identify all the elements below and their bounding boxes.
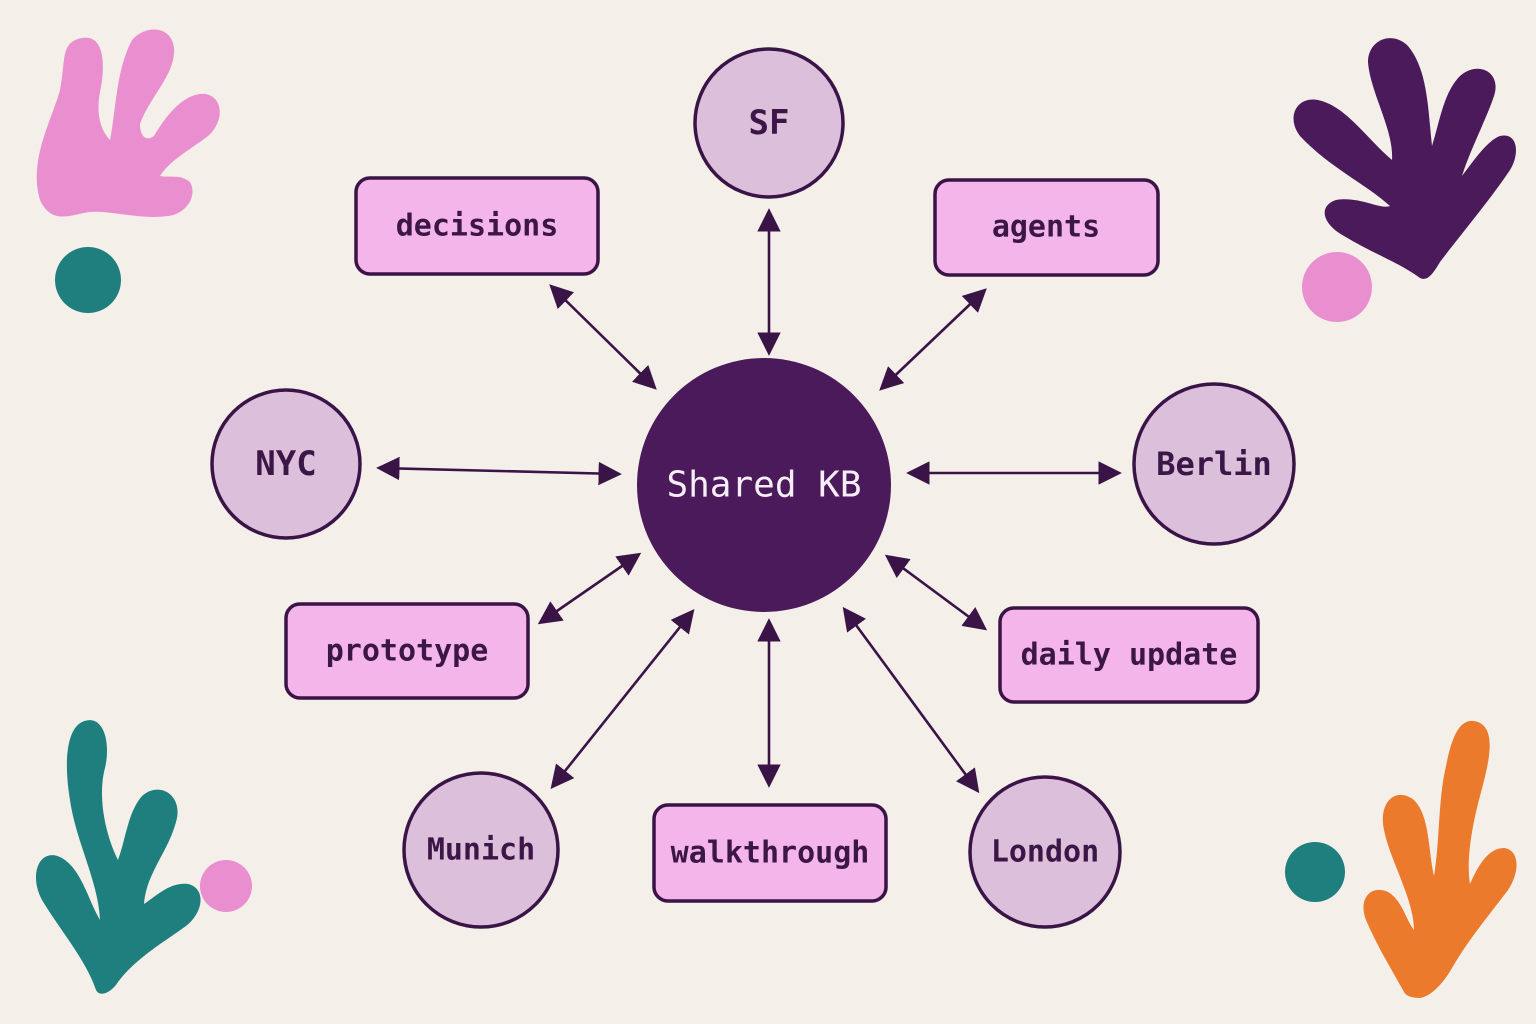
city-label-nyc: NYC	[255, 444, 316, 484]
hub-circle	[637, 358, 891, 612]
hub-label: Shared KB	[666, 465, 861, 506]
pink-seaweed-cutout	[36, 29, 220, 313]
edge-hub-prototype	[537, 552, 642, 625]
city-node-london[interactable]: London	[968, 775, 1122, 929]
topic-box-decisions	[354, 176, 600, 276]
city-circle-sf	[693, 47, 845, 199]
city-circle-munich	[402, 771, 560, 929]
city-circle-berlin	[1132, 382, 1296, 546]
city-circle-london	[968, 775, 1122, 929]
topic-box-walkthrough	[652, 803, 888, 903]
city-label-munich: Munich	[427, 833, 535, 868]
city-label-berlin: Berlin	[1156, 445, 1272, 483]
topic-node-agents[interactable]: agents	[933, 178, 1160, 277]
teal-seaweed-cutout	[35, 720, 252, 994]
topic-label-decisions: decisions	[396, 209, 559, 244]
topic-node-decisions[interactable]: decisions	[354, 176, 600, 276]
city-circle-nyc	[210, 388, 362, 540]
topic-box-prototype	[284, 602, 530, 700]
topic-label-walkthrough: walkthrough	[671, 836, 870, 871]
edge-hub-decisions	[549, 284, 657, 390]
purple-seaweed-cutout	[1293, 38, 1516, 322]
topic-node-daily-update[interactable]: daily update	[998, 606, 1260, 704]
city-node-nyc[interactable]: NYC	[210, 388, 362, 540]
edge-hub-nyc	[376, 456, 622, 486]
edge-layer	[376, 208, 1122, 794]
topic-label-daily-update: daily update	[1021, 638, 1238, 673]
edge-hub-london	[842, 606, 980, 794]
city-label-sf: SF	[749, 103, 790, 143]
edge-hub-munich	[550, 608, 695, 790]
city-node-munich[interactable]: Munich	[402, 771, 560, 929]
city-node-sf[interactable]: SF	[693, 47, 845, 199]
topic-label-prototype: prototype	[326, 634, 489, 669]
topic-node-walkthrough[interactable]: walkthrough	[652, 803, 888, 903]
edge-hub-daily-update	[884, 554, 988, 631]
edge-hub-agents	[879, 288, 987, 391]
topic-box-agents	[933, 178, 1160, 277]
hub-node[interactable]: Shared KB	[637, 358, 891, 612]
topic-node-prototype[interactable]: prototype	[284, 602, 530, 700]
city-node-berlin[interactable]: Berlin	[1132, 382, 1296, 546]
topic-box-daily-update	[998, 606, 1260, 704]
city-label-london: London	[991, 835, 1099, 870]
topic-label-agents: agents	[992, 210, 1100, 245]
orange-seaweed-cutout	[1285, 720, 1517, 998]
